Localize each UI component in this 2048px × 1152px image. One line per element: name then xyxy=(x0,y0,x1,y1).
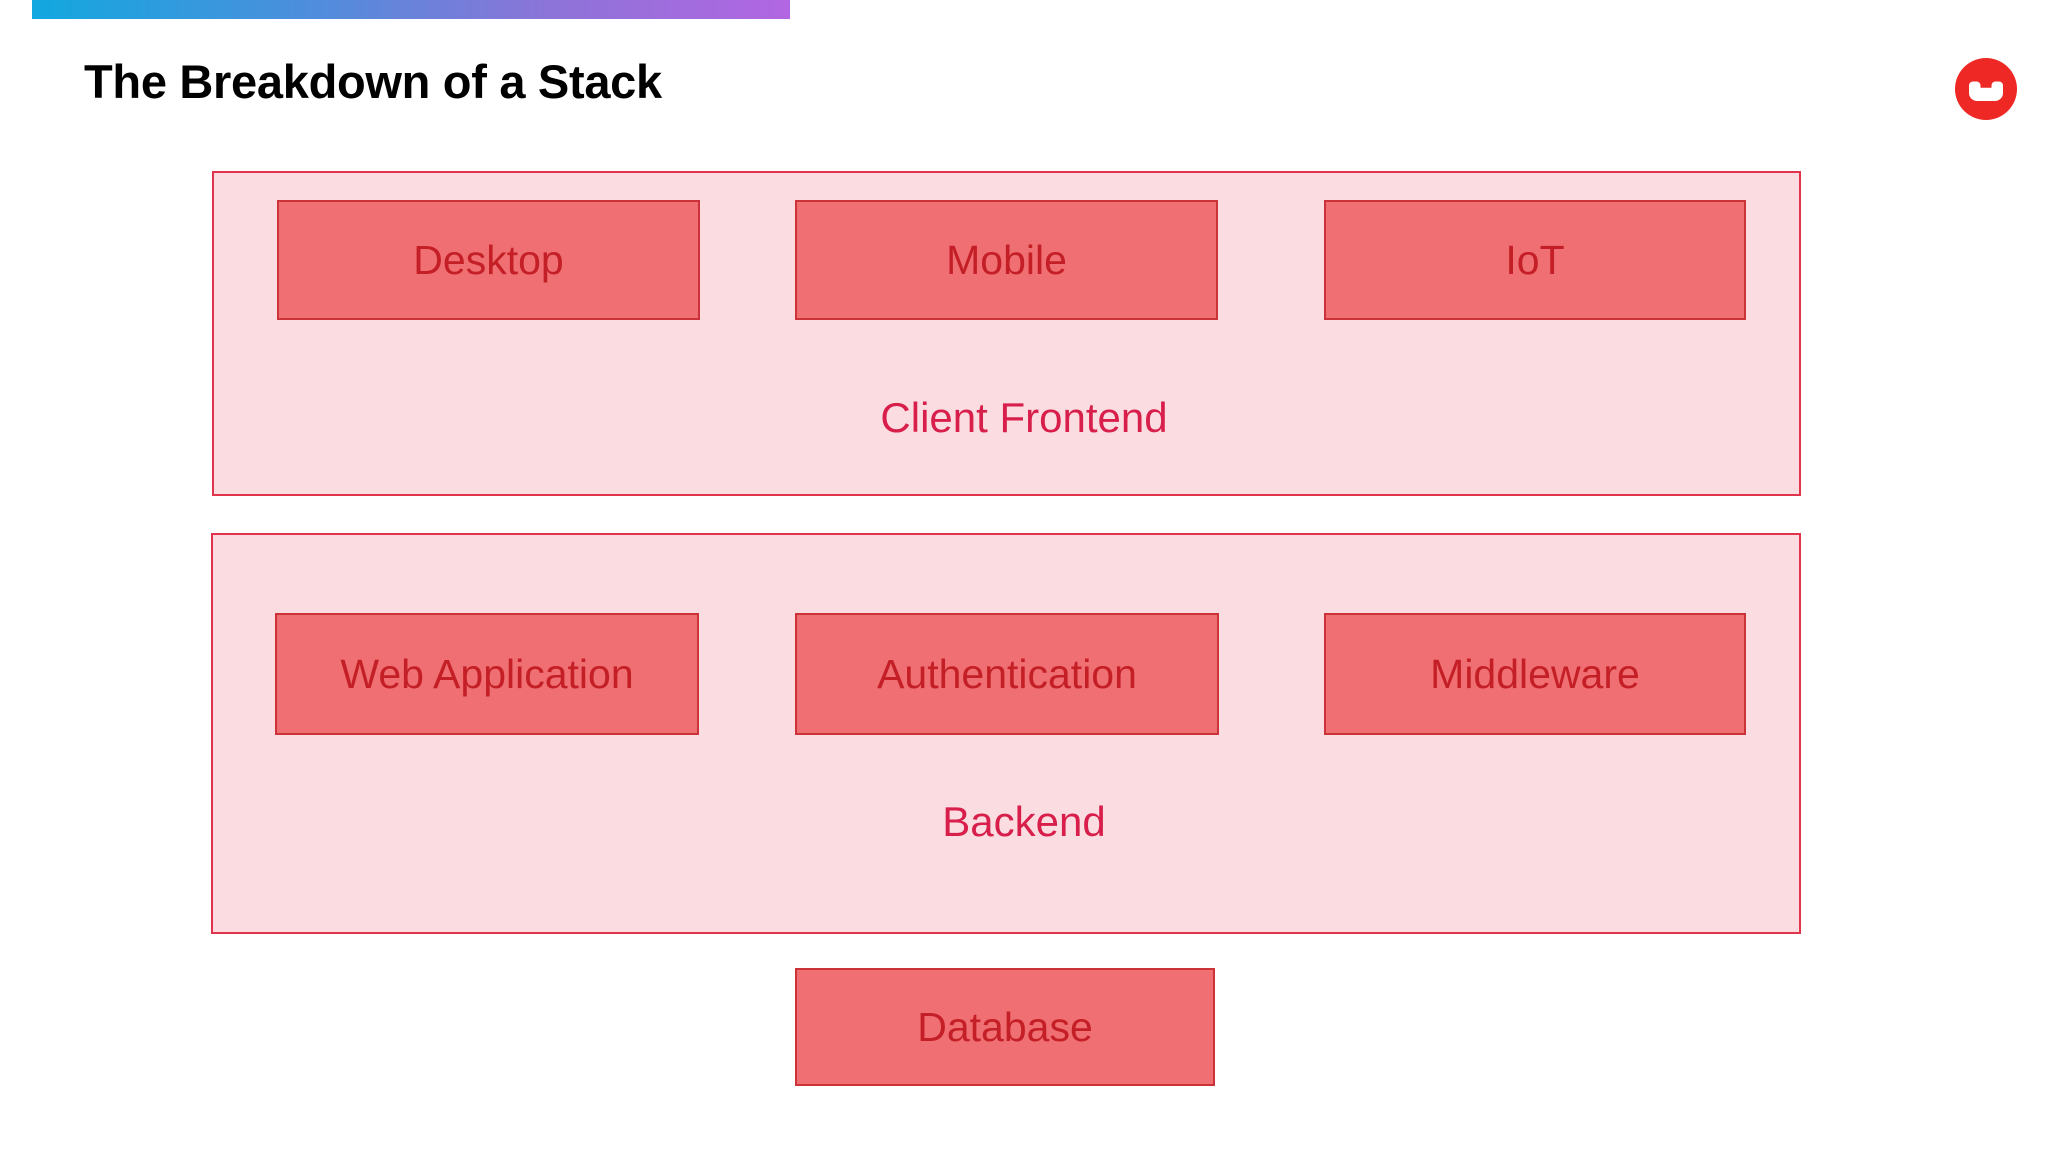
component-label: Database xyxy=(917,1003,1093,1050)
component-box-authentication[interactable]: Authentication xyxy=(795,613,1219,735)
layer-caption-client-frontend: Client Frontend xyxy=(880,394,1168,441)
component-box-mobile[interactable]: Mobile xyxy=(795,200,1218,320)
layer-caption-backend: Backend xyxy=(942,798,1106,845)
component-box-middleware[interactable]: Middleware xyxy=(1324,613,1746,735)
component-box-iot[interactable]: IoT xyxy=(1324,200,1746,320)
component-box-desktop[interactable]: Desktop xyxy=(277,200,700,320)
component-label: Middleware xyxy=(1430,650,1640,697)
component-label: Web Application xyxy=(340,650,634,697)
component-box-database[interactable]: Database xyxy=(795,968,1215,1086)
accent-bar xyxy=(32,0,790,19)
component-label: Authentication xyxy=(877,650,1137,697)
component-label: Mobile xyxy=(946,236,1067,283)
component-label: IoT xyxy=(1505,236,1565,283)
couchbase-logo xyxy=(1955,58,2017,120)
component-box-web-application[interactable]: Web Application xyxy=(275,613,699,735)
page-title: The Breakdown of a Stack xyxy=(84,55,662,108)
component-label: Desktop xyxy=(413,236,564,283)
